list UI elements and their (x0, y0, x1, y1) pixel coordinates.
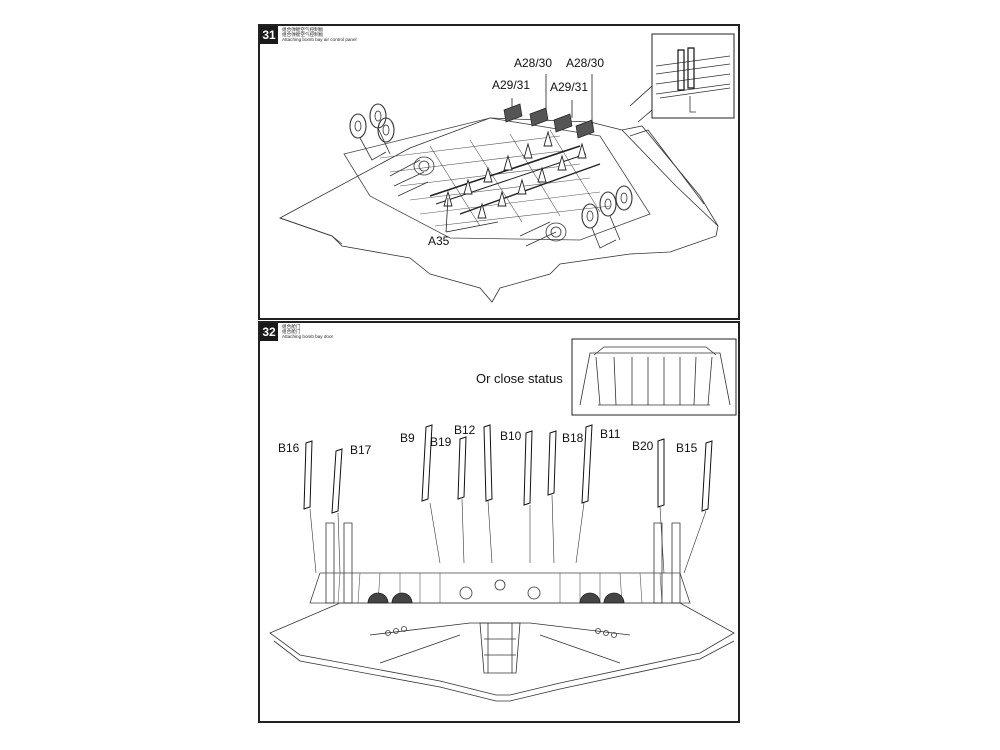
wing-edge-line (629, 129, 705, 205)
bay-wall-ribs (337, 572, 663, 604)
step-title-line: 组合舱门 (282, 329, 301, 334)
bay-ribs (379, 129, 611, 227)
fuselage-panel-line (379, 634, 621, 664)
fuselage-panel-line (369, 622, 631, 636)
landing-gear-right (581, 185, 633, 249)
step-title-line: Attaching bomb bay air control panel (282, 37, 357, 42)
bomb-drums (367, 592, 625, 604)
callout-a28-30-left: A28/30 (514, 56, 553, 70)
callout-b17: B17 (350, 443, 372, 457)
bay-floor (343, 117, 651, 241)
step-32-panel: 32 组合舱门 组合舱门 Attaching bomb bay door (258, 321, 740, 723)
step-number: 31 (260, 26, 278, 44)
callout-b11: B11 (600, 427, 621, 441)
step-title-line: 组合弹舱空气控制板 (282, 32, 324, 37)
leader-lines (445, 74, 593, 233)
bomb-bay-door-drawing (269, 338, 737, 702)
fuselage-edge (273, 640, 735, 702)
callout-b12: B12 (454, 423, 476, 437)
door-guide-lines (309, 494, 707, 574)
detail-inset-frame (651, 33, 735, 119)
closed-status-note: Or close status (476, 371, 563, 386)
center-rail (459, 163, 601, 215)
bomb-bay-doors (303, 424, 713, 514)
fuselage-outline (279, 117, 719, 303)
callout-b10: B10 (500, 429, 522, 443)
step-title: 组合弹舱空气控制板 组合弹舱空气控制板 Attaching bomb bay a… (282, 27, 357, 42)
closed-status-inset-drawing (579, 346, 731, 406)
landing-gear-left (349, 103, 395, 161)
wing-edge-line (279, 217, 343, 245)
callout-b9: B9 (400, 431, 415, 445)
callout-b16: B16 (278, 441, 300, 455)
step-title-line: 组合舱门 (282, 324, 301, 329)
callout-b19: B19 (430, 435, 452, 449)
detail-inset-drawing (655, 47, 731, 113)
wing-edge-line (621, 125, 719, 227)
callout-a35: A35 (428, 234, 450, 248)
step-title: 组合舱门 组合舱门 Attaching bomb bay door (282, 324, 333, 339)
bomb-bay-panel-drawing (279, 33, 735, 303)
bomb-drums (389, 156, 567, 247)
callout-b20: B20 (632, 439, 654, 453)
step-number: 32 (260, 323, 278, 341)
callout-b15: B15 (676, 441, 698, 455)
detail-pointer (629, 85, 653, 123)
callout-b18: B18 (562, 431, 584, 445)
callout-a29-31-right: A29/31 (550, 80, 589, 94)
central-gear-assembly (459, 579, 541, 674)
fuselage-outline (269, 602, 735, 696)
center-rail (429, 145, 581, 197)
side-gear-struts (325, 522, 681, 604)
step-title-line: 组合弹舱空气控制板 (282, 27, 324, 32)
callout-a29-31-left: A29/31 (492, 78, 531, 92)
air-control-panels (503, 103, 595, 139)
step-31-panel: 31 组合弹舱空气控制板 组合弹舱空气控制板 Attaching bomb ba… (258, 24, 740, 320)
callout-a28-30-right: A28/30 (566, 56, 605, 70)
control-fins (443, 130, 587, 219)
bay-wall (309, 572, 691, 604)
step-title-line: Attaching bomb bay door (282, 334, 334, 339)
closed-status-inset-frame (571, 338, 737, 416)
vent-circles (385, 626, 617, 638)
